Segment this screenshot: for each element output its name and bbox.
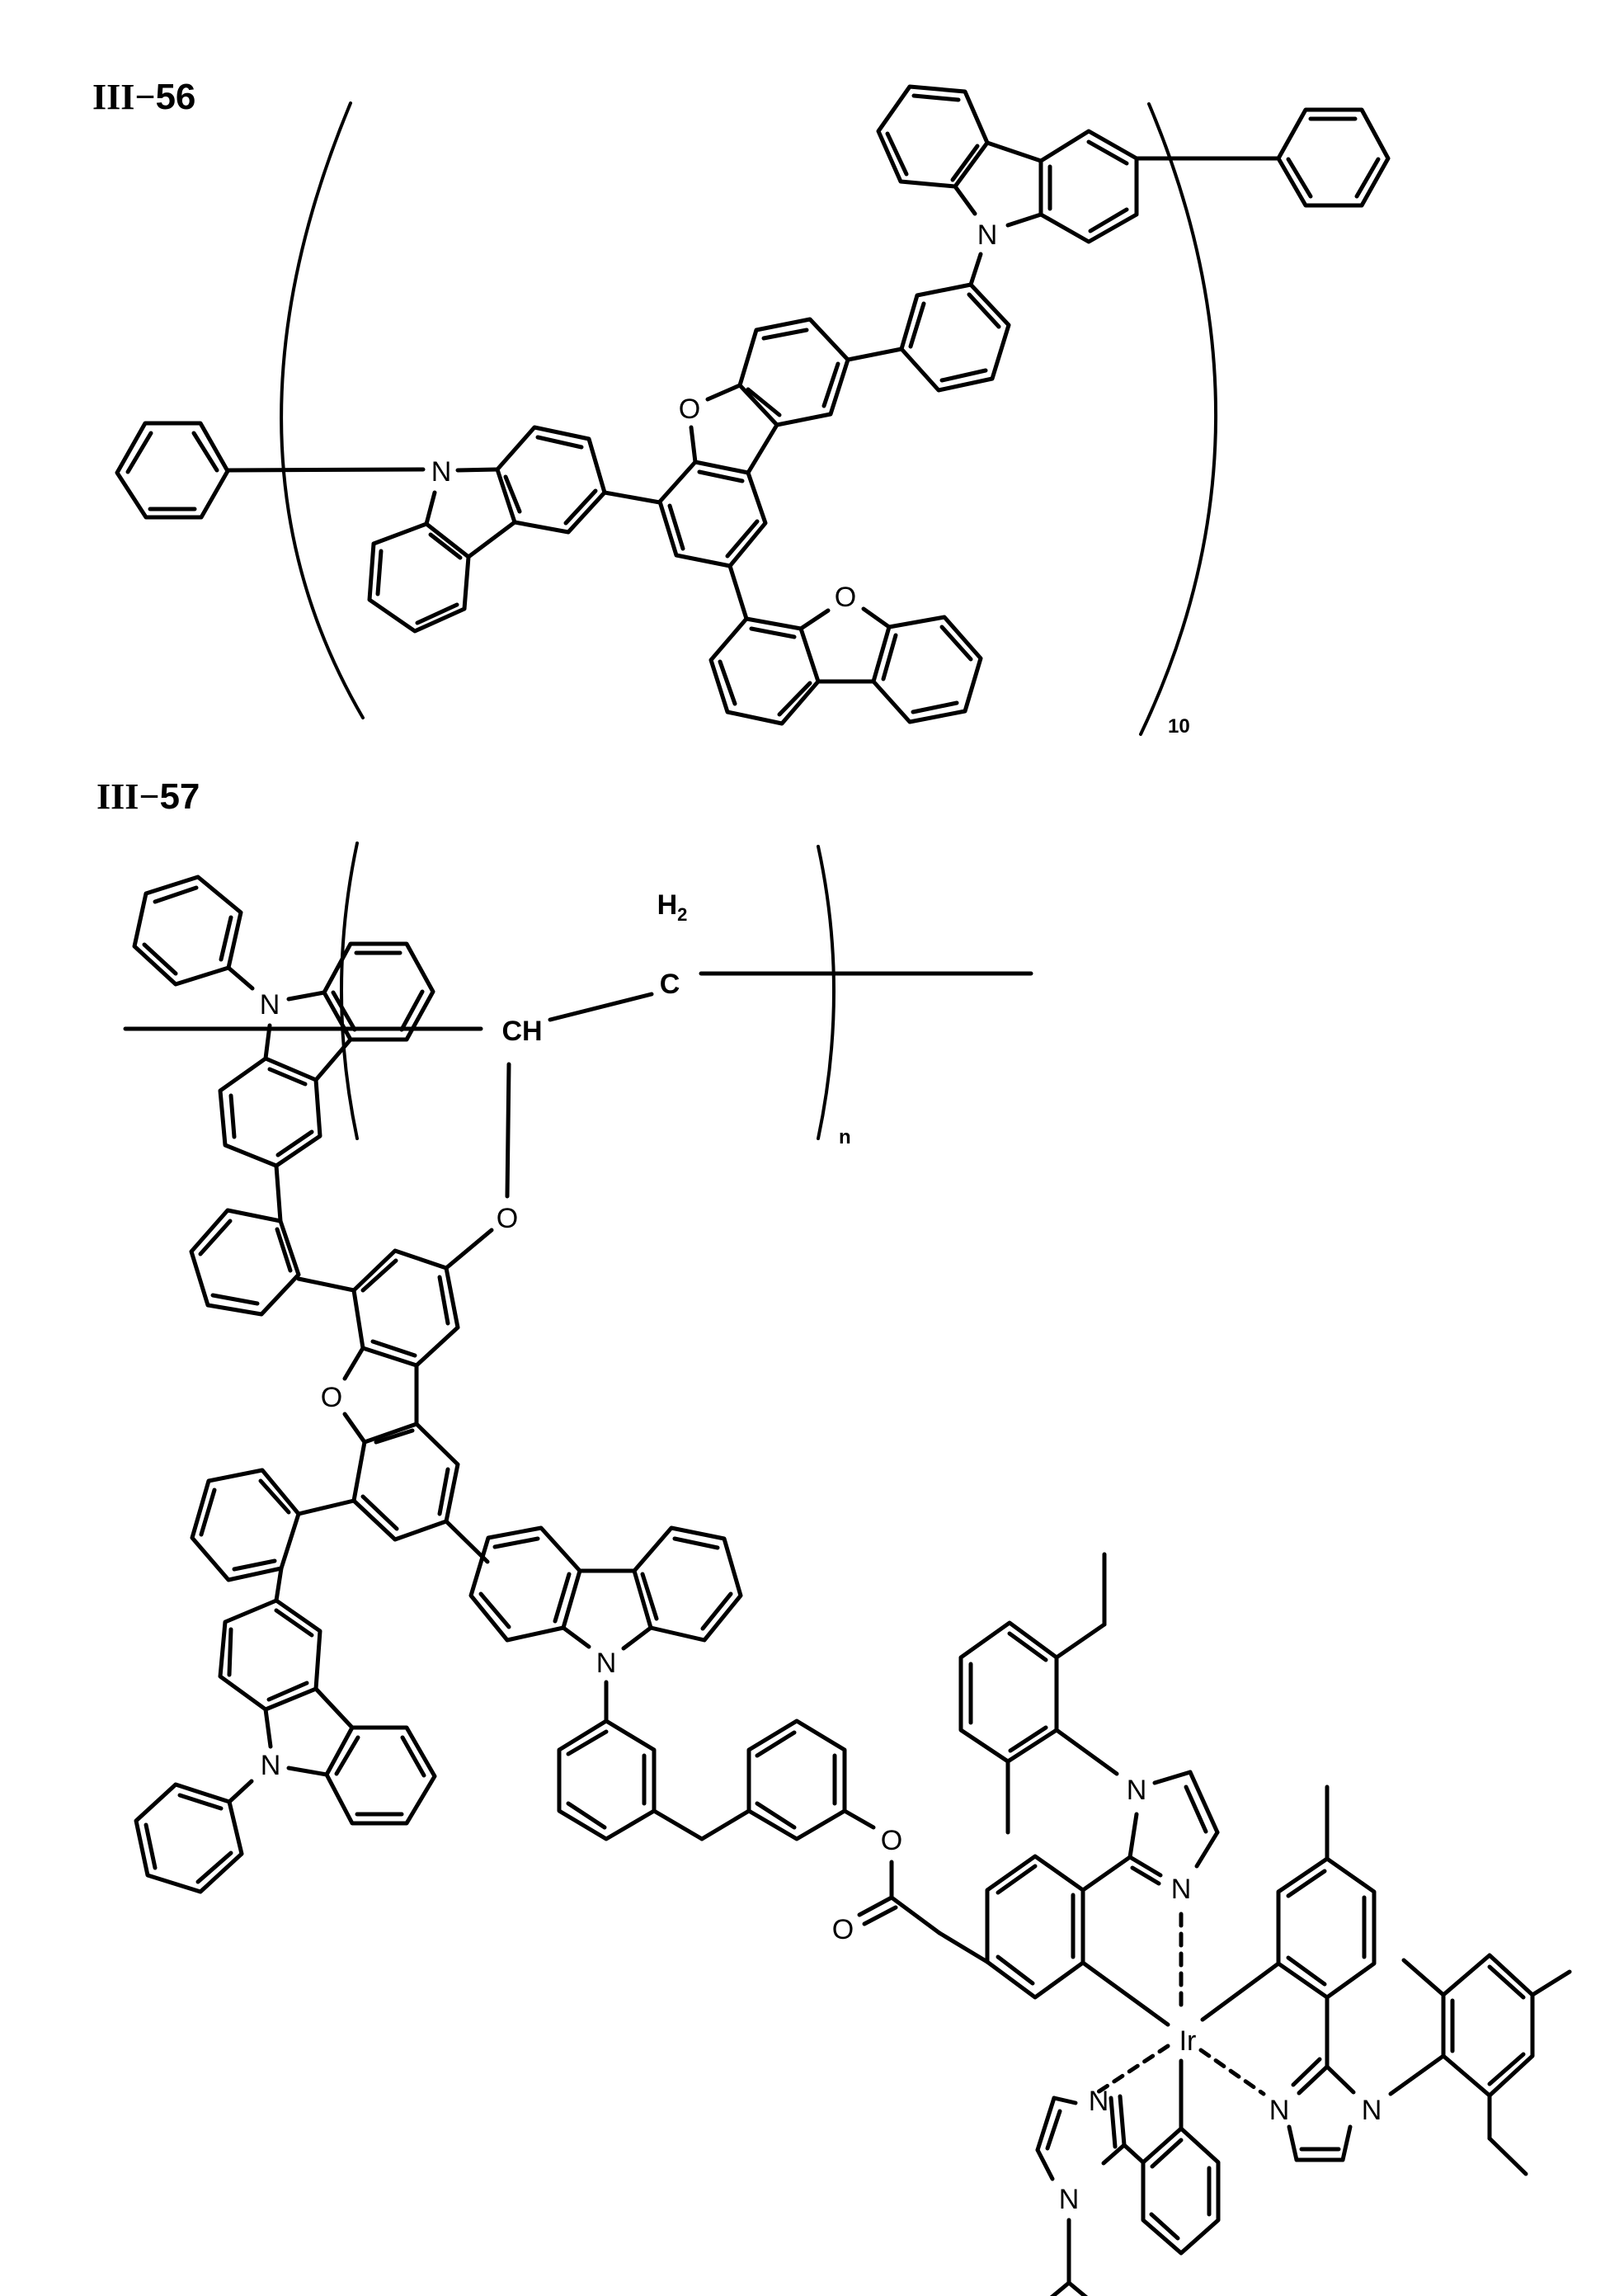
atom-n-imid1-a: N (1126, 1775, 1147, 1806)
atom-h2: H2 (657, 889, 688, 925)
label-roman: III (92, 77, 135, 117)
atom-o-carbonyl: O (831, 1914, 854, 1945)
atom-n-upper-carbazole: N (259, 989, 280, 1021)
atom-o-lower-dbf: O (834, 582, 857, 613)
atom-n-right-carbazole: N (595, 1648, 617, 1679)
atom-o-dbf: O (320, 1382, 343, 1413)
label-roman: III (96, 776, 139, 817)
label-dash: − (134, 77, 156, 117)
atom-n-imid2-a: N (1269, 2095, 1290, 2126)
compound-iii-56-structure (115, 84, 1391, 736)
atom-o-ester: O (880, 1825, 903, 1856)
atom-n-imid2-b: N (1361, 2095, 1382, 2126)
atom-ir: Ir (1179, 2025, 1197, 2057)
left-bracket (280, 101, 365, 719)
left-paren (340, 842, 359, 1140)
label-number: 57 (159, 776, 200, 817)
right-paren (817, 845, 836, 1140)
repeat-count-n: n (839, 1126, 851, 1148)
atom-n-left-carbazole: N (431, 456, 452, 488)
atom-n-imid3-b: N (1058, 2184, 1080, 2215)
compound-label-iii-57: III−57 (96, 776, 200, 818)
atom-c: C (659, 969, 680, 1000)
compound-label-iii-56: III−56 (92, 76, 195, 118)
atom-n-imid3-a: N (1088, 2086, 1109, 2117)
compound-iii-57-structure (123, 842, 1572, 2296)
atom-o-upper-dbf: O (678, 394, 701, 425)
label-number: 56 (155, 77, 196, 117)
atom-n-imid1-b: N (1170, 1874, 1192, 1905)
right-bracket (1139, 102, 1218, 736)
atom-n-top-carbazole: N (977, 219, 998, 251)
atom-ch: CH (501, 1016, 543, 1047)
label-dash: − (139, 776, 160, 817)
repeat-count-10: 10 (1168, 715, 1190, 738)
atom-n-lower-carbazole: N (260, 1750, 281, 1781)
atom-o-ether: O (496, 1203, 519, 1234)
